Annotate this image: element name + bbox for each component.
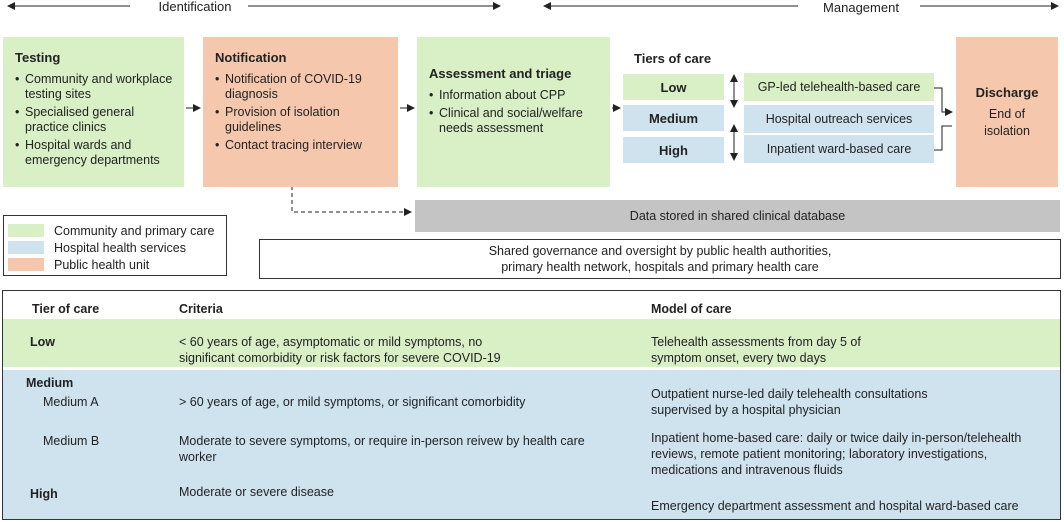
- governance-box: Shared governance and oversight by publi…: [259, 239, 1061, 279]
- row-model: Emergency department assessment and hosp…: [651, 499, 1019, 513]
- row-tier: Low: [30, 335, 55, 349]
- legend-swatch: [8, 258, 44, 271]
- shared-database-bar: Data stored in shared clinical database: [415, 200, 1060, 232]
- legend-item-community: Community and primary care: [8, 222, 226, 239]
- inpatient-ward-care: Inpatient ward-based care: [744, 135, 934, 163]
- row-model: Telehealth assessments from day 5 of sym…: [651, 335, 861, 365]
- discharge-box: Discharge End of isolation: [956, 37, 1058, 187]
- list-item: Specialised general practice clinics: [15, 105, 174, 135]
- legend-item-hospital: Hospital health services: [8, 239, 226, 256]
- tier-medium: Medium: [623, 105, 724, 131]
- notification-box: Notification Notification of COVID-19 di…: [203, 37, 398, 187]
- table-group-medium-high: Medium Medium A > 60 years of age, or mi…: [3, 370, 1060, 519]
- assessment-list: Information about CPP Clinical and socia…: [429, 88, 600, 136]
- column-header-tier: Tier of care: [32, 302, 100, 316]
- list-item: Hospital wards and emergency departments: [15, 138, 174, 168]
- gp-care-to-discharge-line: [934, 87, 953, 116]
- notification-title: Notification: [215, 50, 287, 65]
- gp-telehealth-care: GP-led telehealth-based care: [744, 73, 934, 101]
- list-item: Community and workplace testing sites: [15, 72, 174, 102]
- row-tier: Medium A: [43, 395, 99, 409]
- row-criteria: Moderate to severe symptoms, or require …: [179, 434, 585, 464]
- row-model: Inpatient home-based care: daily or twic…: [651, 431, 1022, 477]
- legend: Community and primary care Hospital heal…: [3, 215, 227, 276]
- table-row-low: Low < 60 years of age, asymptomatic or m…: [3, 319, 1060, 367]
- legend-swatch: [8, 224, 44, 237]
- row-criteria: < 60 years of age, asymptomatic or mild …: [179, 335, 501, 365]
- legend-swatch: [8, 241, 44, 254]
- column-header-criteria: Criteria: [179, 302, 223, 316]
- discharge-text: End of isolation: [984, 106, 1030, 138]
- list-item: Clinical and social/welfare needs assess…: [429, 106, 600, 136]
- discharge-title: Discharge: [975, 84, 1039, 100]
- testing-list: Community and workplace testing sites Sp…: [15, 72, 174, 168]
- list-item: Provision of isolation guidelines: [215, 105, 388, 135]
- inpatient-care-to-discharge-line: [934, 125, 952, 151]
- column-header-model: Model of care: [651, 302, 732, 316]
- list-item: Information about CPP: [429, 88, 600, 103]
- testing-box: Testing Community and workplace testing …: [3, 37, 184, 187]
- row-tier: High: [30, 487, 58, 501]
- row-criteria: Moderate or severe disease: [179, 485, 334, 499]
- hospital-outreach-care: Hospital outreach services: [744, 105, 934, 133]
- tiers-title: Tiers of care: [634, 51, 712, 66]
- governance-text: Shared governance and oversight by publi…: [488, 244, 832, 274]
- notification-to-database-dashed: [291, 186, 412, 216]
- list-item: Notification of COVID-19 diagnosis: [215, 72, 388, 102]
- row-criteria: > 60 years of age, or mild symptoms, or …: [179, 395, 526, 409]
- tier-high: High: [623, 137, 724, 163]
- row-tier-medium: Medium: [26, 376, 74, 390]
- assessment-title: Assessment and triage: [429, 66, 572, 81]
- row-model: Outpatient nurse-led daily telehealth co…: [651, 387, 928, 417]
- row-tier: Medium B: [43, 434, 100, 448]
- legend-item-public-health: Public health unit: [8, 256, 226, 273]
- identification-label: Identification: [158, 0, 232, 14]
- list-item: Contact tracing interview: [215, 138, 388, 153]
- assessment-box: Assessment and triage Information about …: [417, 37, 610, 187]
- tier-low: Low: [623, 74, 724, 100]
- notification-list: Notification of COVID-19 diagnosis Provi…: [215, 72, 388, 153]
- testing-title: Testing: [15, 50, 61, 65]
- management-label: Management: [823, 0, 899, 15]
- tiers-table: Tier of care Criteria Model of care Low …: [2, 290, 1061, 520]
